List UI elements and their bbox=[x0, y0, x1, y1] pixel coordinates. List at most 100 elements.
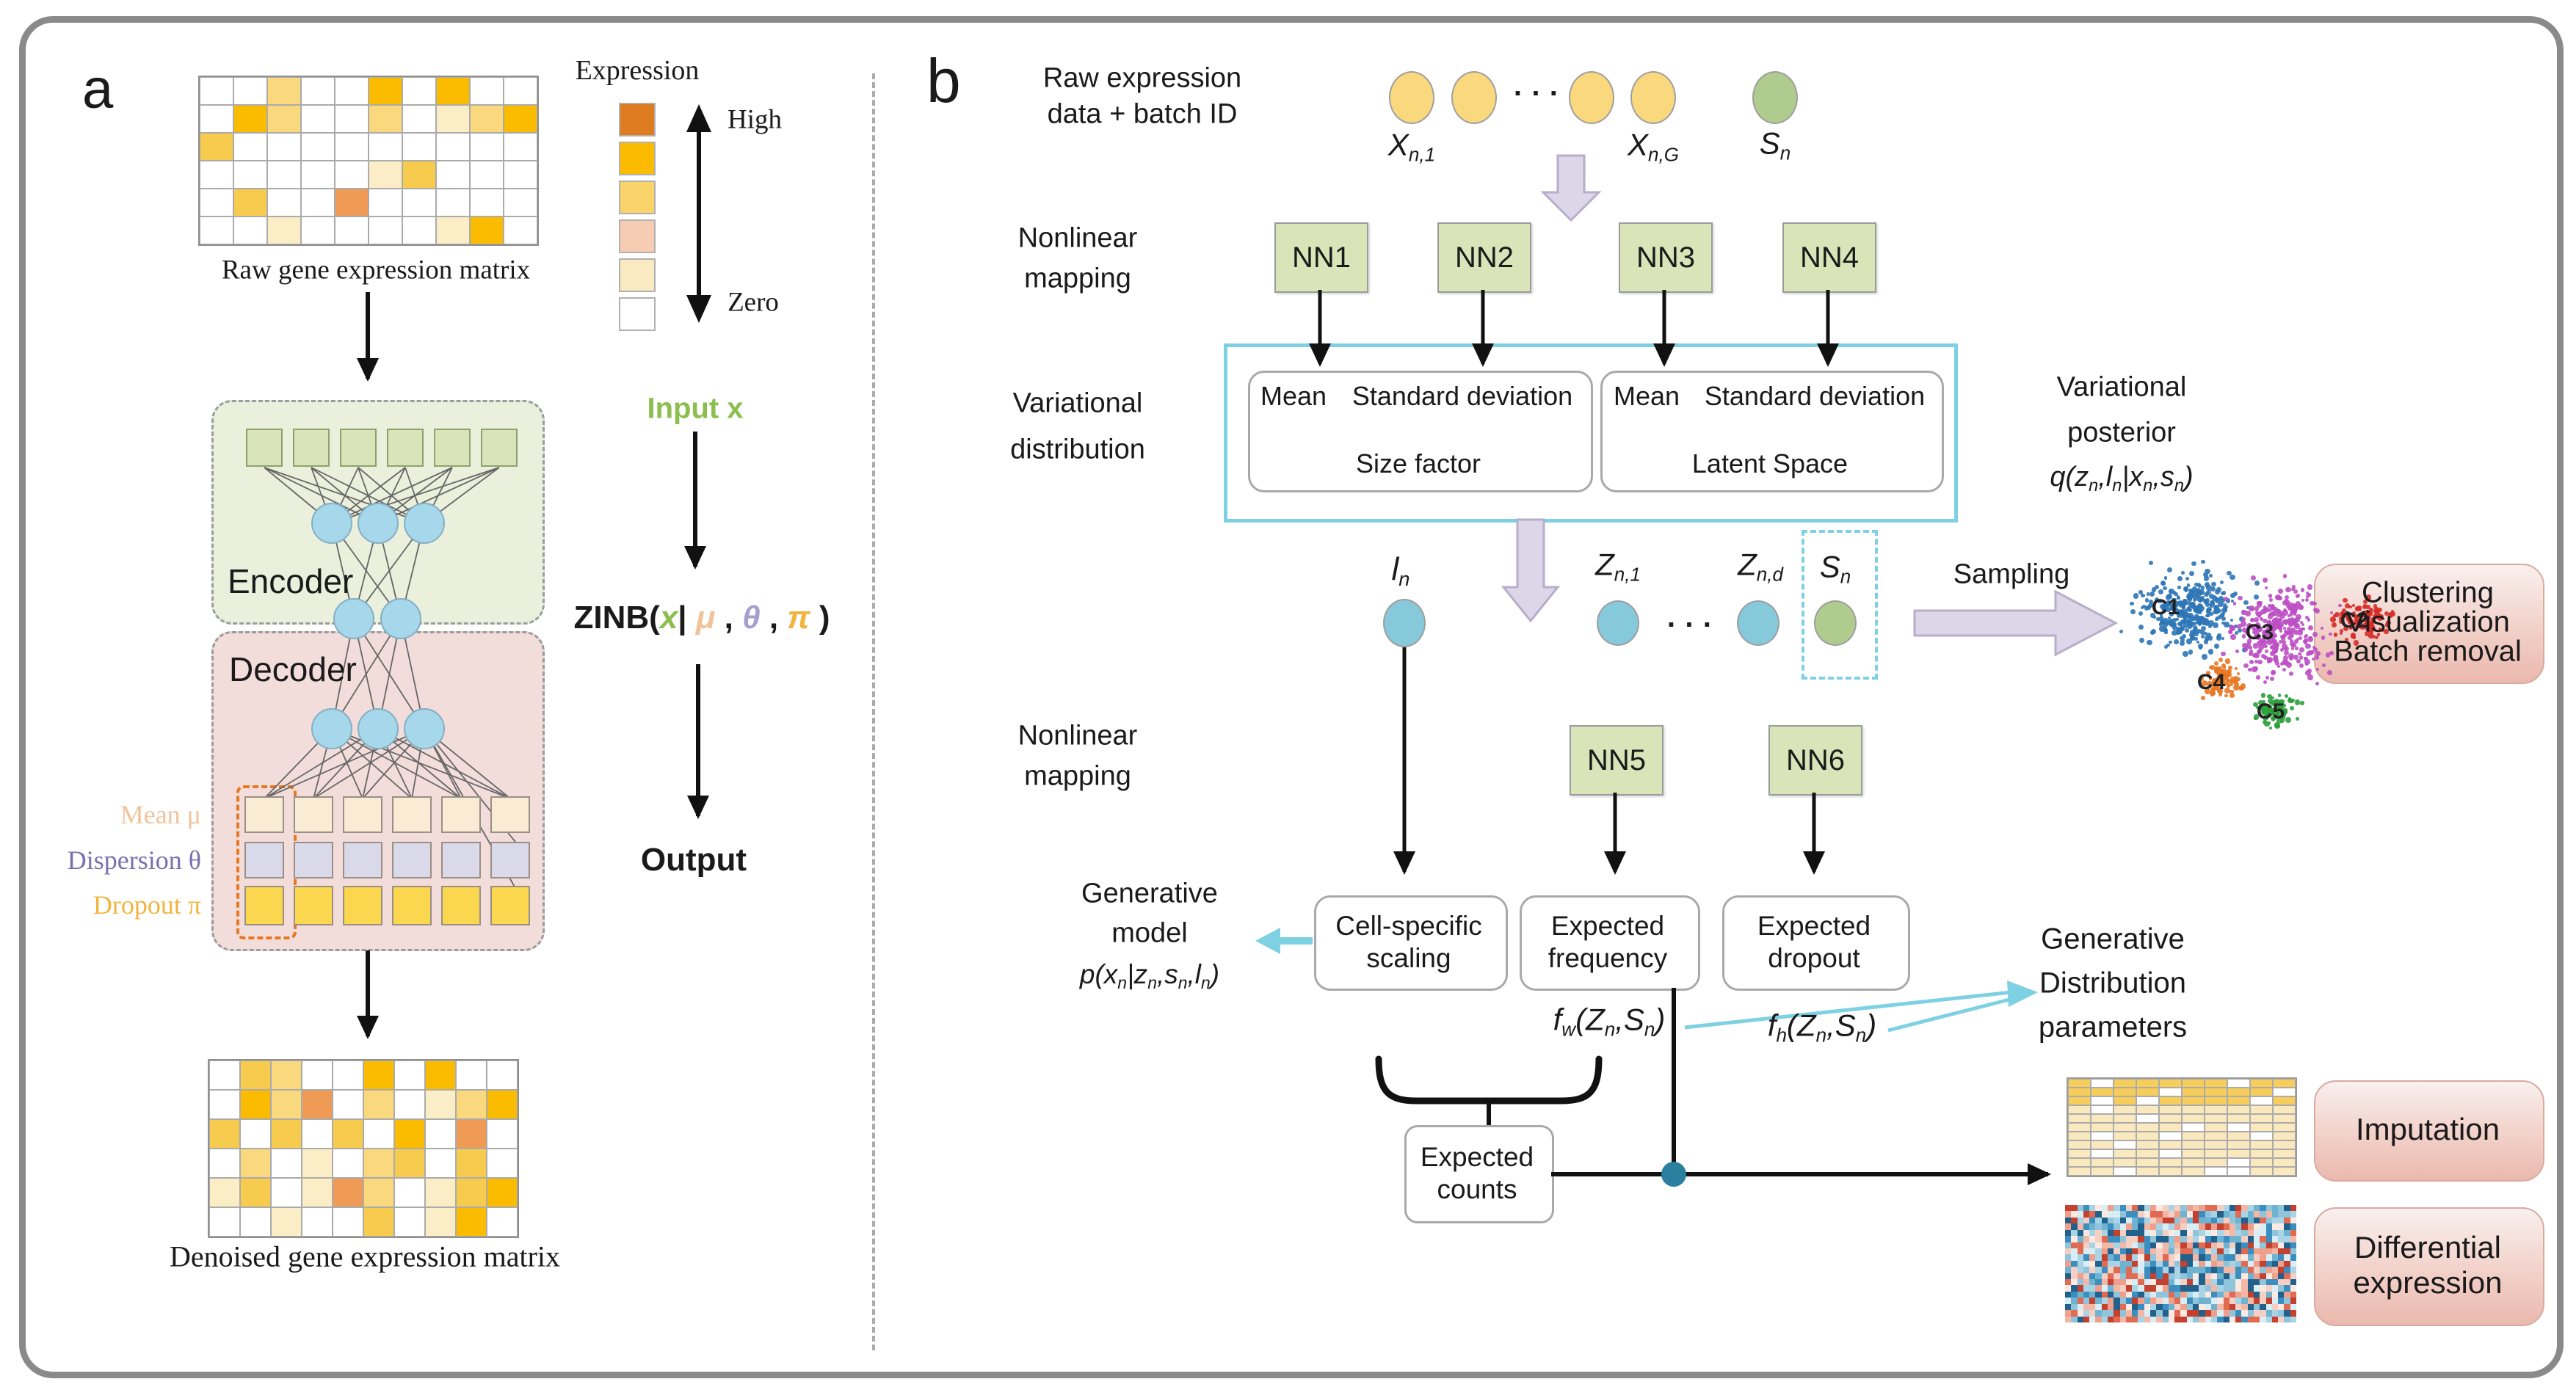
heatmap-cell bbox=[2162, 1298, 2169, 1304]
generative-model-formula: p(xn|zn,sn,ln) bbox=[1079, 959, 1220, 992]
heatmap-cell bbox=[2065, 1229, 2072, 1237]
matrix-cell bbox=[209, 1207, 240, 1237]
heatmap-cell bbox=[2083, 1285, 2090, 1292]
heatmap-cell bbox=[2199, 1279, 2205, 1286]
matrix-cell bbox=[504, 189, 537, 216]
matrix-cell bbox=[2091, 1123, 2114, 1132]
matrix-cell bbox=[2205, 1149, 2227, 1158]
heatmap-cell bbox=[2223, 1254, 2229, 1261]
heatmap-cell bbox=[2241, 1205, 2248, 1212]
heatmap-cell bbox=[2119, 1254, 2126, 1261]
heatmap-cell bbox=[2125, 1316, 2133, 1322]
heatmap-cell bbox=[2168, 1279, 2175, 1286]
heatmap-cell bbox=[2101, 1248, 2108, 1255]
heatmap-cell bbox=[2125, 1223, 2133, 1230]
heatmap-cell bbox=[2089, 1248, 2096, 1255]
encoder-label: Encoder bbox=[228, 562, 354, 600]
matrix-cell bbox=[2227, 1079, 2250, 1088]
heatmap-cell bbox=[2138, 1242, 2144, 1248]
heatmap-cell bbox=[2101, 1267, 2108, 1273]
heatmap-cell bbox=[2168, 1211, 2175, 1218]
heatmap-cell bbox=[2229, 1242, 2236, 1248]
matrix-cell bbox=[301, 77, 335, 105]
heatmap-cell bbox=[2071, 1248, 2078, 1255]
matrix-cell bbox=[240, 1178, 271, 1207]
imputation-label: Imputation bbox=[2355, 1112, 2500, 1146]
matrix-cell bbox=[2182, 1132, 2205, 1140]
size-factor-node bbox=[1383, 599, 1426, 647]
matrix-cell bbox=[2227, 1132, 2250, 1140]
panel-b-label: b bbox=[926, 46, 961, 115]
heatmap-cell bbox=[2156, 1303, 2163, 1311]
heatmap-cell bbox=[2174, 1285, 2181, 1292]
matrix-cell bbox=[504, 105, 537, 133]
variational-posterior-line2: posterior bbox=[2067, 417, 2176, 448]
heatmap-cell bbox=[2065, 1236, 2072, 1242]
heatmap-cell bbox=[2119, 1298, 2126, 1304]
heatmap-cell bbox=[2144, 1303, 2151, 1311]
heatmap-cell bbox=[2108, 1260, 2114, 1267]
heatmap-cell bbox=[2138, 1303, 2144, 1311]
heatmap-cell bbox=[2253, 1310, 2260, 1317]
batch-node-top-label: Sn bbox=[1759, 125, 1791, 164]
heatmap-cell bbox=[2223, 1310, 2229, 1317]
heatmap-cell bbox=[2241, 1236, 2248, 1242]
matrix-cell bbox=[240, 1090, 271, 1119]
heatmap-cell bbox=[2108, 1298, 2114, 1304]
matrix-cell bbox=[2250, 1158, 2273, 1167]
matrix-cell bbox=[2205, 1132, 2227, 1140]
heatmap-cell bbox=[2101, 1211, 2108, 1218]
heatmap-cell bbox=[2156, 1211, 2163, 1218]
heatmap-cell bbox=[2101, 1229, 2108, 1237]
heatmap-cell bbox=[2205, 1291, 2211, 1298]
heatmap-cell bbox=[2089, 1260, 2096, 1267]
heatmap-cell bbox=[2168, 1236, 2175, 1242]
junction-dot bbox=[1661, 1162, 1686, 1187]
heatmap-cell bbox=[2168, 1285, 2175, 1292]
matrix-cell bbox=[200, 105, 233, 133]
block-arrow-sampling-right bbox=[1913, 589, 2119, 657]
matrix-cell bbox=[436, 77, 470, 105]
matrix-cell bbox=[2068, 1167, 2091, 1176]
scaling-box-line1: Cell-specific bbox=[1335, 911, 1482, 941]
matrix-cell bbox=[456, 1119, 487, 1149]
heatmap-cell bbox=[2101, 1223, 2108, 1230]
heatmap-cell bbox=[2101, 1316, 2108, 1322]
heatmap-cell bbox=[2174, 1303, 2181, 1311]
heatmap-cell bbox=[2065, 1254, 2072, 1261]
heatmap-cell bbox=[2095, 1217, 2102, 1224]
heatmap-cell bbox=[2284, 1279, 2290, 1286]
heatmap-cell bbox=[2186, 1303, 2194, 1311]
heatmap-cell bbox=[2083, 1303, 2090, 1311]
heatmap-cell bbox=[2235, 1291, 2242, 1298]
matrix-cell bbox=[2182, 1158, 2205, 1167]
matrix-cell bbox=[2068, 1114, 2091, 1123]
heatmap-cell bbox=[2156, 1254, 2163, 1261]
expected-counts-line2: counts bbox=[1437, 1174, 1517, 1204]
heatmap-cell bbox=[2253, 1279, 2260, 1286]
heatmap-cell bbox=[2241, 1285, 2248, 1292]
heatmap-cell bbox=[2168, 1316, 2175, 1322]
heatmap-cell bbox=[2205, 1310, 2211, 1317]
heatmap-cell bbox=[2210, 1267, 2218, 1273]
heatmap-cell bbox=[2199, 1310, 2205, 1317]
heatmap-cell bbox=[2290, 1248, 2296, 1255]
heatmap-cell bbox=[2265, 1205, 2272, 1212]
heatmap-cell bbox=[2205, 1248, 2211, 1255]
heatmap-cell bbox=[2193, 1285, 2199, 1292]
matrix-cell bbox=[394, 1149, 425, 1178]
heatmap-cell bbox=[2108, 1267, 2114, 1273]
heatmap-cell bbox=[2114, 1248, 2120, 1255]
matrix-cell bbox=[2114, 1114, 2136, 1123]
heatmap-cell bbox=[2193, 1310, 2199, 1317]
heatmap-cell bbox=[2095, 1285, 2102, 1292]
heatmap-cell bbox=[2174, 1242, 2181, 1248]
heatmap-cell bbox=[2271, 1254, 2279, 1261]
heatmap-cell bbox=[2162, 1229, 2169, 1237]
nn6-box: NN6 bbox=[1768, 725, 1862, 796]
heatmap-cell bbox=[2260, 1310, 2266, 1317]
matrix-cell bbox=[233, 189, 267, 216]
matrix-cell bbox=[209, 1090, 240, 1119]
heatmap-cell bbox=[2247, 1211, 2254, 1218]
